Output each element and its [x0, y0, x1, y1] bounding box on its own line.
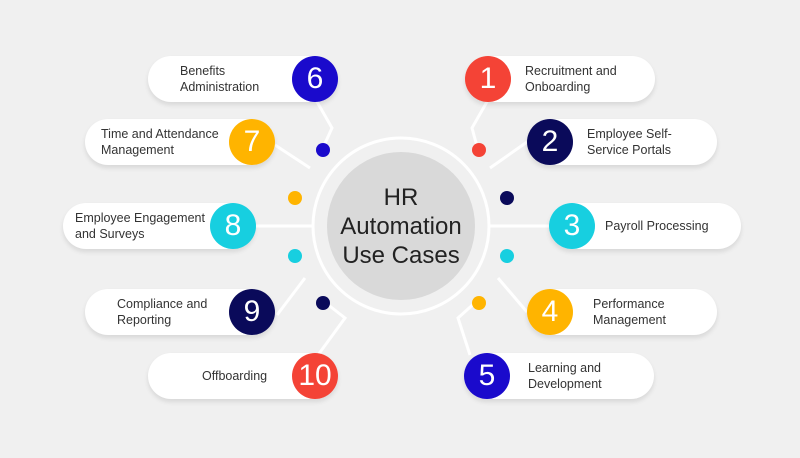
dot-navy	[500, 191, 514, 205]
badge-5: 5	[464, 353, 510, 399]
center-title: HR Automation Use Cases	[340, 183, 462, 269]
item-label: Benefits Administration	[180, 64, 260, 94]
dot-amber	[472, 296, 486, 310]
badge-1: 1	[465, 56, 511, 102]
center-hub: HR Automation Use Cases	[327, 152, 475, 300]
badge-6: 6	[292, 56, 338, 102]
dot-red	[472, 143, 486, 157]
item-label: Recruitment and Onboarding	[525, 64, 617, 94]
badge-3: 3	[549, 203, 595, 249]
badge-8: 8	[210, 203, 256, 249]
badge-9: 9	[229, 289, 275, 335]
item-label: Compliance and Reporting	[117, 297, 208, 327]
badge-10: 10	[292, 353, 338, 399]
item-label: Learning and Development	[528, 361, 602, 391]
item-label: Time and Attendance Management	[101, 127, 219, 157]
badge-7: 7	[229, 119, 275, 165]
item-label: Employee Engagement and Surveys	[75, 211, 205, 241]
badge-4: 4	[527, 289, 573, 335]
badge-2: 2	[527, 119, 573, 165]
dot-navy-left	[316, 296, 330, 310]
dot-amber-left	[288, 191, 302, 205]
dot-cyan-left	[288, 249, 302, 263]
dot-cyan	[500, 249, 514, 263]
item-label: Payroll Processing	[605, 219, 709, 233]
item-label: Performance Management	[593, 297, 666, 327]
dot-blue	[316, 143, 330, 157]
item-label: Employee Self-Service Portals	[587, 127, 672, 157]
item-label: Offboarding	[202, 369, 268, 383]
